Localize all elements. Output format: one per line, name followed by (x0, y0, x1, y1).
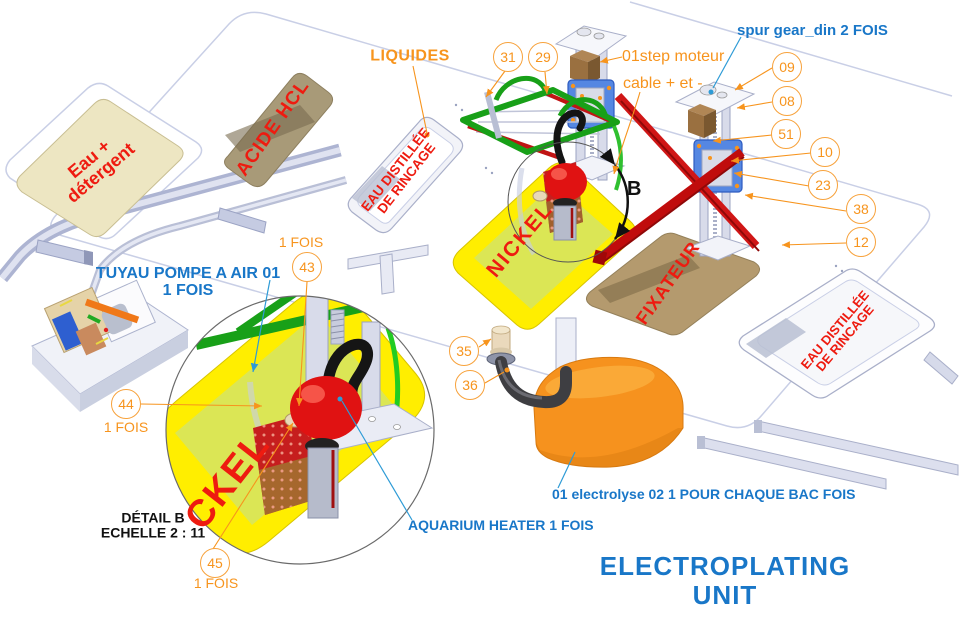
section-marker-b: B (627, 178, 642, 200)
callout-10: 10 (810, 137, 840, 167)
label-step-motor: 01step moteur (622, 48, 725, 65)
callout-09: 09 (772, 52, 802, 82)
leader-lines (140, 56, 847, 550)
callout-51: 51 (771, 119, 801, 149)
callout-35: 35 (449, 336, 479, 366)
label-aquarium-heater: AQUARIUM HEATER 1 FOIS (408, 517, 594, 533)
callout-45-qty: 1 FOIS (193, 575, 239, 591)
callout-12: 12 (846, 227, 876, 257)
page-title: ELECTROPLATING UNIT (599, 550, 851, 610)
air-pump-unit (31, 279, 189, 412)
blue-leaders (250, 36, 742, 521)
transport-beams (592, 92, 760, 266)
callout-38: 38 (846, 194, 876, 224)
tank-eau-distillee-2 (738, 268, 936, 399)
title-line2: UNIT (692, 580, 758, 610)
callout-23: 23 (808, 170, 838, 200)
callout-31: 31 (493, 42, 523, 72)
detail-b-note: DÉTAIL B ECHELLE 2 : 11 (101, 510, 205, 539)
blue-leader-dots (337, 89, 714, 402)
label-spur-gear: spur gear_din 2 FOIS (737, 22, 888, 39)
callout-29: 29 (528, 42, 558, 72)
drain-outlet (486, 325, 572, 409)
detail-scale: ECHELLE 2 : 11 (100, 524, 206, 540)
callout-43: 43 (292, 252, 322, 282)
label-tuyau-line1: TUYAU POMPE A AIR 01 (95, 265, 281, 283)
callout-36: 36 (455, 370, 485, 400)
label-tuyau-pompe: TUYAU POMPE A AIR 01 1 FOIS (95, 265, 281, 300)
label-tuyau-line2: 1 FOIS (162, 282, 214, 299)
tank-eau-distillee-1 (347, 116, 464, 234)
title-line1: ELECTROPLATING (599, 550, 851, 581)
label-electrolyse: 01 electrolyse 02 1 POUR CHAQUE BAC FOIS (552, 486, 856, 502)
section-circle-b (507, 141, 631, 263)
detail-b-view (166, 296, 434, 554)
callout-45: 45 (200, 548, 230, 578)
conveyor-rails (0, 143, 577, 399)
electrolyse-tank (533, 356, 684, 468)
callout-44: 44 (111, 389, 141, 419)
callout-43-qty: 1 FOIS (278, 234, 324, 250)
tank-eau-detergent (16, 98, 184, 238)
hanger-rod (484, 91, 502, 139)
aquarium-heater (532, 109, 587, 241)
tank-acide-hcl (224, 72, 334, 188)
detail-title: DÉTAIL B (121, 509, 185, 526)
shelf-rails (697, 351, 959, 490)
leader-dots (424, 132, 510, 373)
label-liquides: LIQUIDES (370, 47, 450, 65)
detail-b-circle (165, 295, 435, 565)
callout-44-qty: 1 FOIS (103, 419, 149, 435)
callout-08: 08 (772, 86, 802, 116)
label-cable: cable + et - (623, 75, 703, 92)
